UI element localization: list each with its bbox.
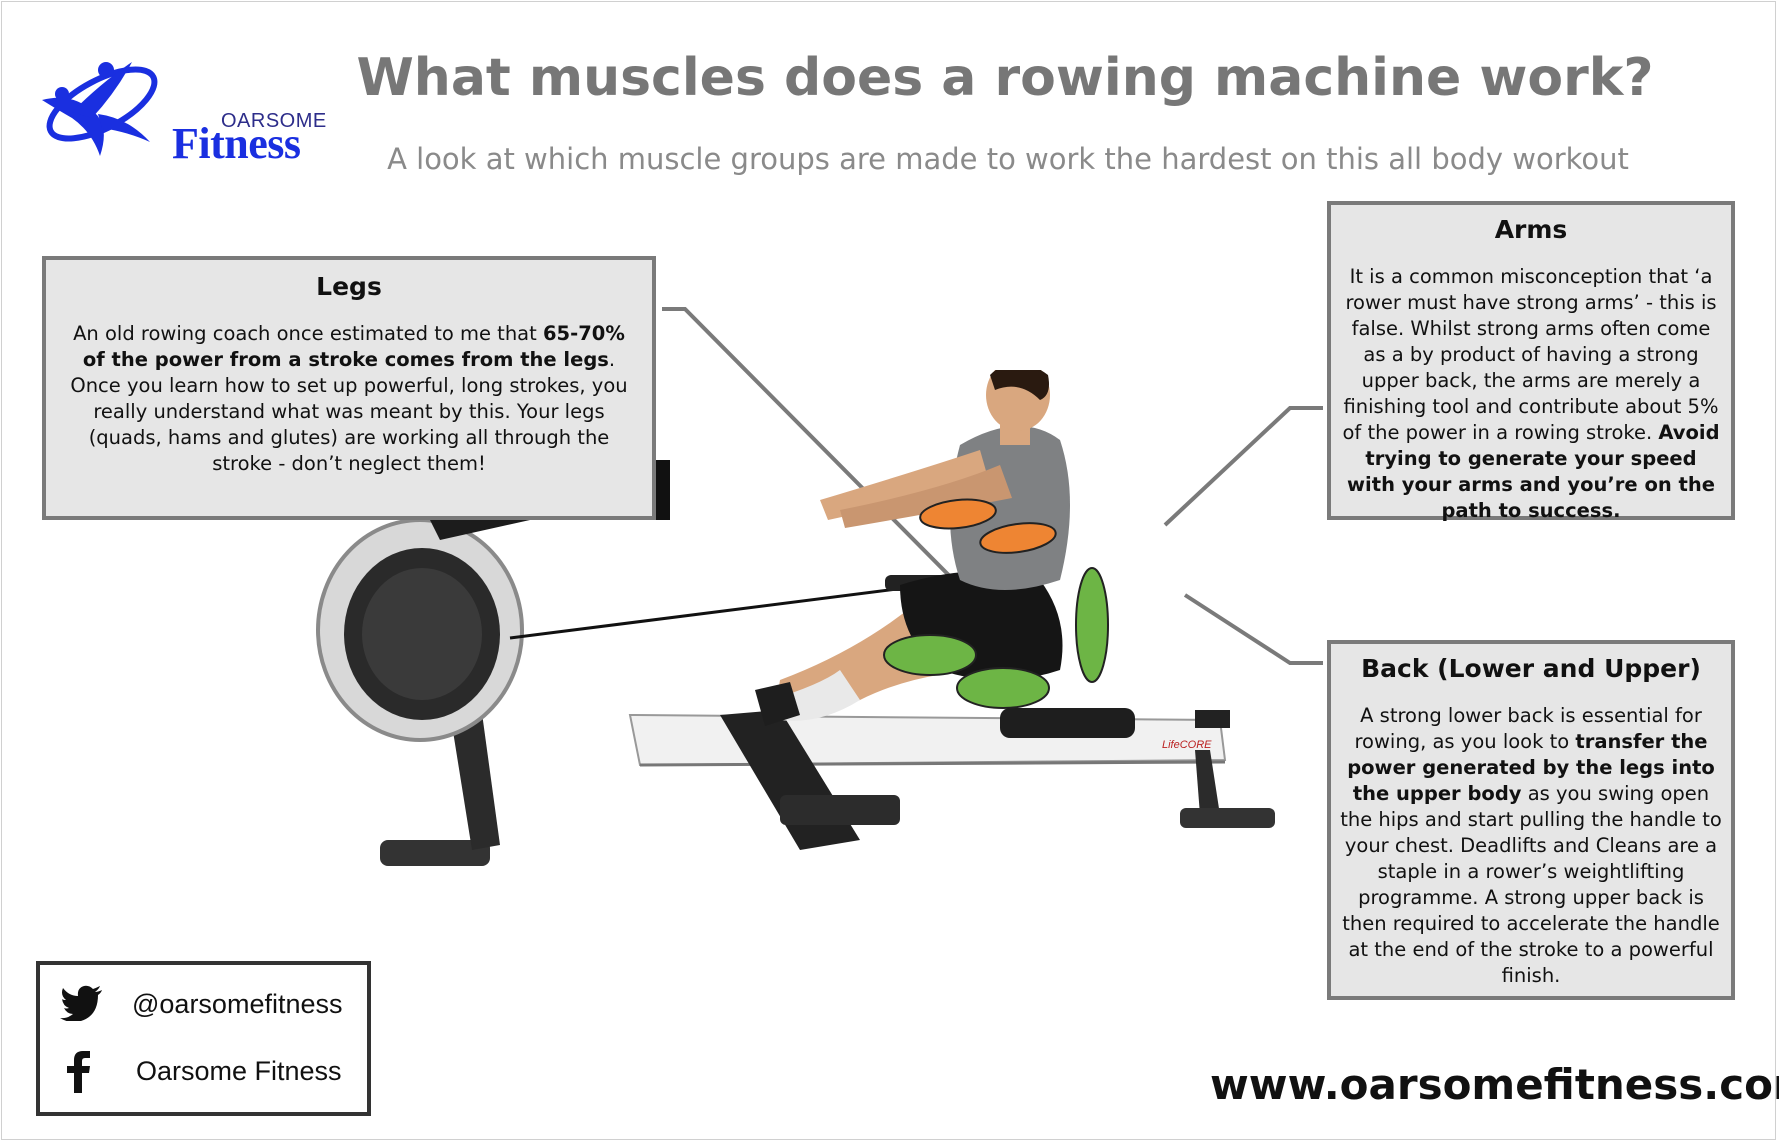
website-link[interactable]: www.oarsomefitness.com bbox=[1210, 1060, 1779, 1109]
arms-text-part1: It is a common misconception that ‘a row… bbox=[1342, 265, 1719, 444]
page-title: What muscles does a rowing machine work? bbox=[356, 48, 1654, 108]
facebook-link[interactable]: Oarsome Fitness bbox=[40, 1049, 367, 1099]
back-muscle-highlight bbox=[1075, 567, 1109, 683]
glute-muscle-highlight bbox=[956, 667, 1050, 709]
back-text-part2: as you swing open the hips and start pul… bbox=[1340, 782, 1722, 987]
logo-fitness-text: Fitness bbox=[172, 119, 301, 168]
rowing-machine-athlete-illustration: LifeCORE bbox=[316, 370, 1275, 866]
legs-body-text: An old rowing coach once estimated to me… bbox=[60, 321, 638, 477]
legs-text-bold: 65-70% of the power from a stroke comes … bbox=[82, 322, 625, 371]
twitter-bird-icon bbox=[60, 985, 102, 1021]
back-body-text: A strong lower back is essential for row… bbox=[1339, 703, 1723, 989]
back-text-bold: transfer the power generated by the legs… bbox=[1347, 730, 1715, 805]
back-heading: Back (Lower and Upper) bbox=[1361, 654, 1701, 683]
legs-heading: Legs bbox=[316, 272, 382, 301]
arms-heading: Arms bbox=[1494, 215, 1568, 244]
quad-muscle-highlight bbox=[883, 634, 977, 676]
arm-muscle-highlight-2 bbox=[979, 522, 1057, 554]
legs-text-part2: . Once you learn how to set up powerful,… bbox=[70, 348, 628, 475]
legs-text-part1: An old rowing coach once estimated to me… bbox=[73, 322, 543, 345]
logo-oarsome-text: OARSOME bbox=[221, 110, 327, 132]
twitter-handle: @oarsomefitness bbox=[132, 989, 343, 1019]
back-text-part1: A strong lower back is essential for row… bbox=[1354, 704, 1702, 753]
twitter-link[interactable]: @oarsomefitness bbox=[40, 979, 367, 1029]
legs-connector-line bbox=[662, 307, 1017, 644]
arms-connector-line bbox=[1163, 406, 1323, 527]
social-links-box: @oarsomefitness Oarsome Fitness bbox=[36, 961, 371, 1116]
back-info-panel: Back (Lower and Upper) A strong lower ba… bbox=[1327, 640, 1735, 1000]
back-connector-line bbox=[1183, 593, 1323, 665]
machine-brand-label: LifeCORE bbox=[1162, 739, 1212, 751]
page-subtitle: A look at which muscle groups are made t… bbox=[387, 142, 1629, 176]
arms-text-bold: Avoid trying to generate your speed with… bbox=[1347, 421, 1720, 522]
oarsome-fitness-logo[interactable]: OARSOME Fitness bbox=[32, 52, 332, 172]
arms-info-panel: Arms It is a common misconception that ‘… bbox=[1327, 201, 1735, 522]
arms-body-text: It is a common misconception that ‘a row… bbox=[1339, 264, 1723, 524]
swimmer-swoosh-logo-icon bbox=[42, 62, 158, 156]
legs-info-panel: Legs An old rowing coach once estimated … bbox=[42, 256, 656, 520]
facebook-f-icon bbox=[67, 1051, 90, 1093]
facebook-page-name: Oarsome Fitness bbox=[136, 1056, 342, 1086]
arm-muscle-highlight-1 bbox=[919, 498, 997, 530]
